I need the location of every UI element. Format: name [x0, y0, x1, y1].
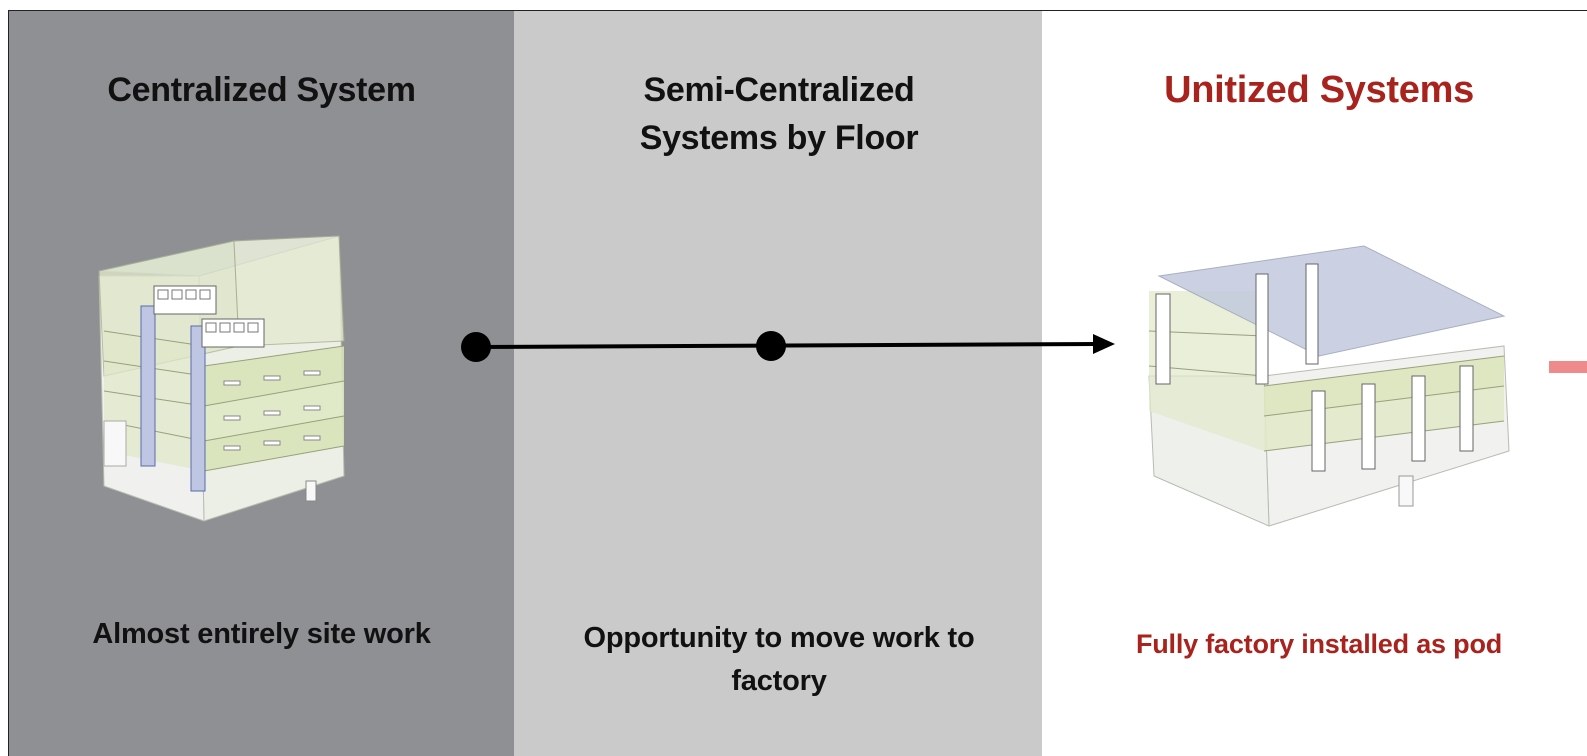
connector-dot-middle	[756, 331, 786, 361]
caption-semi-centralized: Opportunity to move work to factory	[529, 617, 1029, 703]
title-semi-centralized-line2: Systems by Floor	[639, 119, 919, 157]
title-semi-centralized-line1: Semi-Centralized	[643, 71, 915, 109]
diagram-frame: Centralized System Semi-Centralized Syst…	[8, 10, 1587, 756]
caption-semi-centralized-line2: factory	[731, 665, 827, 697]
arrow-head-icon	[1093, 334, 1115, 354]
connector-line	[475, 342, 1100, 349]
panel-semi-centralized	[514, 11, 1042, 756]
title-semi-centralized: Semi-Centralized Systems by Floor	[534, 66, 1024, 162]
building-unitized-illustration	[1148, 245, 1510, 527]
caption-unitized: Fully factory installed as pod	[1135, 629, 1503, 659]
caption-centralized: Almost entirely site work	[92, 618, 431, 650]
progression-connector	[461, 331, 1587, 373]
red-marker-edge	[1549, 361, 1587, 373]
caption-semi-centralized-line1: Opportunity to move work to	[583, 622, 975, 654]
connector-dot-start	[461, 332, 491, 362]
title-unitized: Unitized Systems	[1164, 69, 1474, 111]
title-centralized: Centralized System	[107, 71, 416, 109]
building-centralized-illustration	[98, 235, 345, 522]
